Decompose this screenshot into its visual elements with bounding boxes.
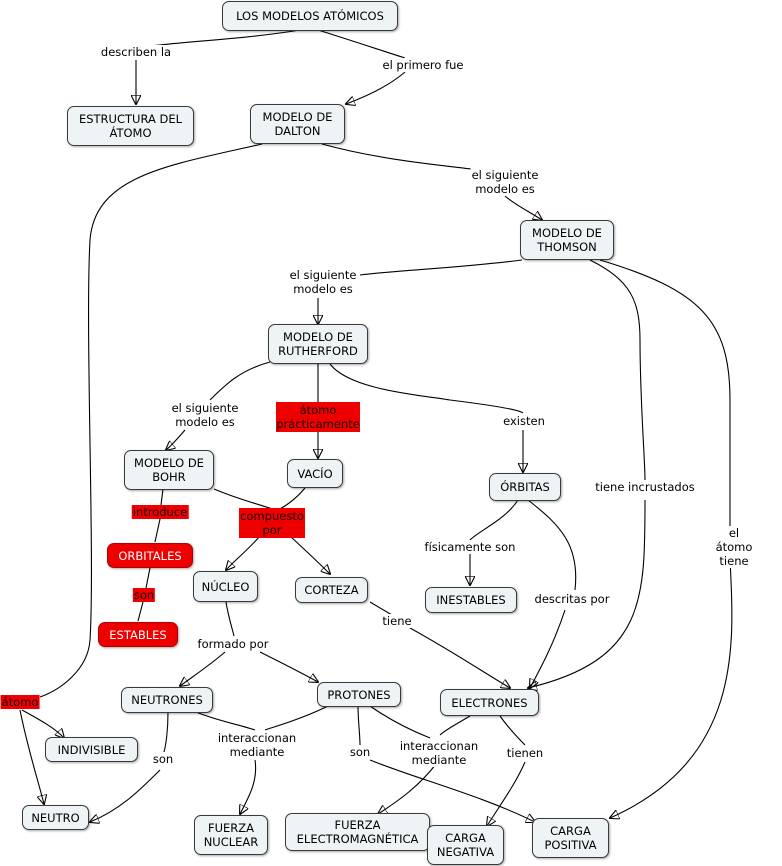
link-tiene-electrones	[409, 627, 510, 688]
link-orbitas-descritas	[527, 499, 577, 591]
link-neutrones-son	[163, 711, 169, 753]
link-label-son-estables: son	[132, 588, 156, 602]
link-rutherford-siguiente-bohr	[209, 361, 271, 401]
link-label-describen-la: describen la	[99, 45, 173, 59]
link-thomson-incrustados	[589, 259, 646, 481]
node-modelo-bohr[interactable]: MODELO DE BOHR	[124, 450, 214, 490]
link-label-siguiente-bohr: el siguiente modelo es	[170, 401, 240, 429]
link-descritas-electrones	[530, 609, 566, 688]
node-modelo-dalton[interactable]: MODELO DE DALTON	[250, 104, 345, 144]
node-modelo-rutherford[interactable]: MODELO DE RUTHERFORD	[268, 324, 368, 364]
link-thomson-siguiente	[359, 259, 523, 276]
link-tienen-negativa	[487, 761, 526, 826]
link-label-interaccionan-nuclear: interaccionan mediante	[216, 731, 298, 759]
link-formado-neutrones	[180, 651, 226, 686]
link-label-siguiente-thomson: el siguiente modelo es	[470, 168, 540, 196]
link-nucleo-formado	[225, 601, 235, 637]
link-interaccionan-em	[378, 763, 437, 814]
link-primero-dalton	[346, 71, 406, 104]
link-introduce-orbitales	[154, 518, 161, 543]
node-electrones[interactable]: ELECTRONES	[440, 689, 539, 716]
link-siguiente-bohr	[166, 429, 186, 450]
link-label-atomo: átomo	[0, 695, 40, 709]
node-fuerza-nuclear[interactable]: FUERZA NUCLEAR	[194, 815, 268, 855]
node-neutro[interactable]: NEUTRO	[22, 805, 89, 830]
link-label-atomo-practicamente: átomo prácticamente	[276, 402, 360, 432]
node-vacio[interactable]: VACÍO	[287, 459, 343, 488]
link-orbitales-son	[145, 567, 151, 589]
node-orbitas[interactable]: ÓRBITAS	[489, 473, 561, 501]
link-son-positiva	[369, 759, 535, 822]
link-protones-interaccionan	[369, 705, 431, 739]
link-atomo-tiene-positiva	[610, 559, 733, 818]
node-nucleo[interactable]: NÚCLEO	[193, 571, 258, 602]
link-neutrones-interaccionan	[195, 711, 256, 731]
link-son-neutro	[90, 769, 161, 822]
node-neutrones[interactable]: NEUTRONES	[121, 687, 213, 713]
link-bohr-compuesto	[213, 488, 276, 511]
link-atomo-indivisible	[21, 709, 64, 738]
node-orbitales[interactable]: ORBITALES	[107, 543, 193, 568]
link-rutherford-existen	[329, 363, 524, 414]
node-protones[interactable]: PROTONES	[317, 682, 401, 707]
link-corteza-tiene	[369, 601, 393, 616]
link-label-formado-por: formado por	[196, 637, 270, 651]
link-son-estables	[137, 601, 144, 622]
link-label-descritas-por: descritas por	[533, 592, 611, 606]
link-siguiente-thomson	[504, 195, 542, 220]
node-carga-positiva[interactable]: CARGA POSITIVA	[532, 818, 609, 858]
link-label-son-positiva: son	[348, 745, 372, 759]
link-label-son-neutro: son	[151, 752, 175, 766]
link-label-interaccionan-em: interaccionan mediante	[398, 739, 480, 767]
link-thomson-atomo-tiene	[599, 259, 731, 540]
link-label-tienen: tienen	[505, 746, 545, 760]
link-dalton-atomo	[39, 143, 263, 698]
link-label-tiene: tiene	[381, 614, 413, 628]
link-label-tiene-incrustados: tiene incrustados	[594, 480, 696, 494]
link-label-existen: existen	[502, 414, 546, 428]
link-modelos-primero	[317, 29, 406, 59]
node-indivisible[interactable]: INDIVISIBLE	[45, 737, 138, 762]
node-inestables[interactable]: INESTABLES	[425, 587, 517, 613]
node-carga-negativa[interactable]: CARGA NEGATIVA	[427, 825, 504, 865]
link-label-el-primero-fue: el primero fue	[381, 58, 465, 72]
link-bohr-introduce	[160, 488, 164, 506]
node-modelo-thomson[interactable]: MODELO DE THOMSON	[520, 220, 614, 260]
link-incrustados-electrones	[528, 499, 646, 688]
link-electrones-interaccionan	[439, 715, 471, 736]
node-estables[interactable]: ESTABLES	[98, 622, 178, 647]
link-label-introduce: introduce	[131, 505, 189, 519]
node-corteza[interactable]: CORTEZA	[295, 577, 368, 603]
link-vacio-compuesto	[276, 487, 306, 511]
link-formado-protones	[259, 651, 318, 682]
link-interaccionan-nuclear	[240, 759, 257, 814]
link-protones-fuerza-em	[264, 705, 329, 731]
link-label-el-atomo-tiene: el átomo tiene	[710, 526, 758, 568]
link-dalton-siguiente	[321, 143, 481, 171]
link-compuesto-corteza	[289, 535, 330, 574]
link-protones-son	[357, 705, 361, 746]
node-estructura-del-atomo[interactable]: ESTRUCTURA DEL ÁTOMO	[67, 106, 194, 146]
link-electrones-tienen	[499, 715, 526, 746]
node-los-modelos-atomicos[interactable]: LOS MODELOS ATÓMICOS	[222, 1, 398, 31]
link-label-fisicamente-son: físicamente son	[423, 540, 517, 554]
link-label-siguiente-rutherford: el siguiente modelo es	[288, 268, 358, 296]
link-atomo-neutro	[19, 709, 44, 804]
link-orbitas-fisicamente	[469, 499, 519, 541]
node-fuerza-electromagnetica[interactable]: FUERZA ELECTROMAGNÉTICA	[285, 813, 430, 851]
link-label-compuesto-por: compuesto por	[239, 508, 305, 538]
link-compuesto-nucleo	[226, 535, 261, 570]
